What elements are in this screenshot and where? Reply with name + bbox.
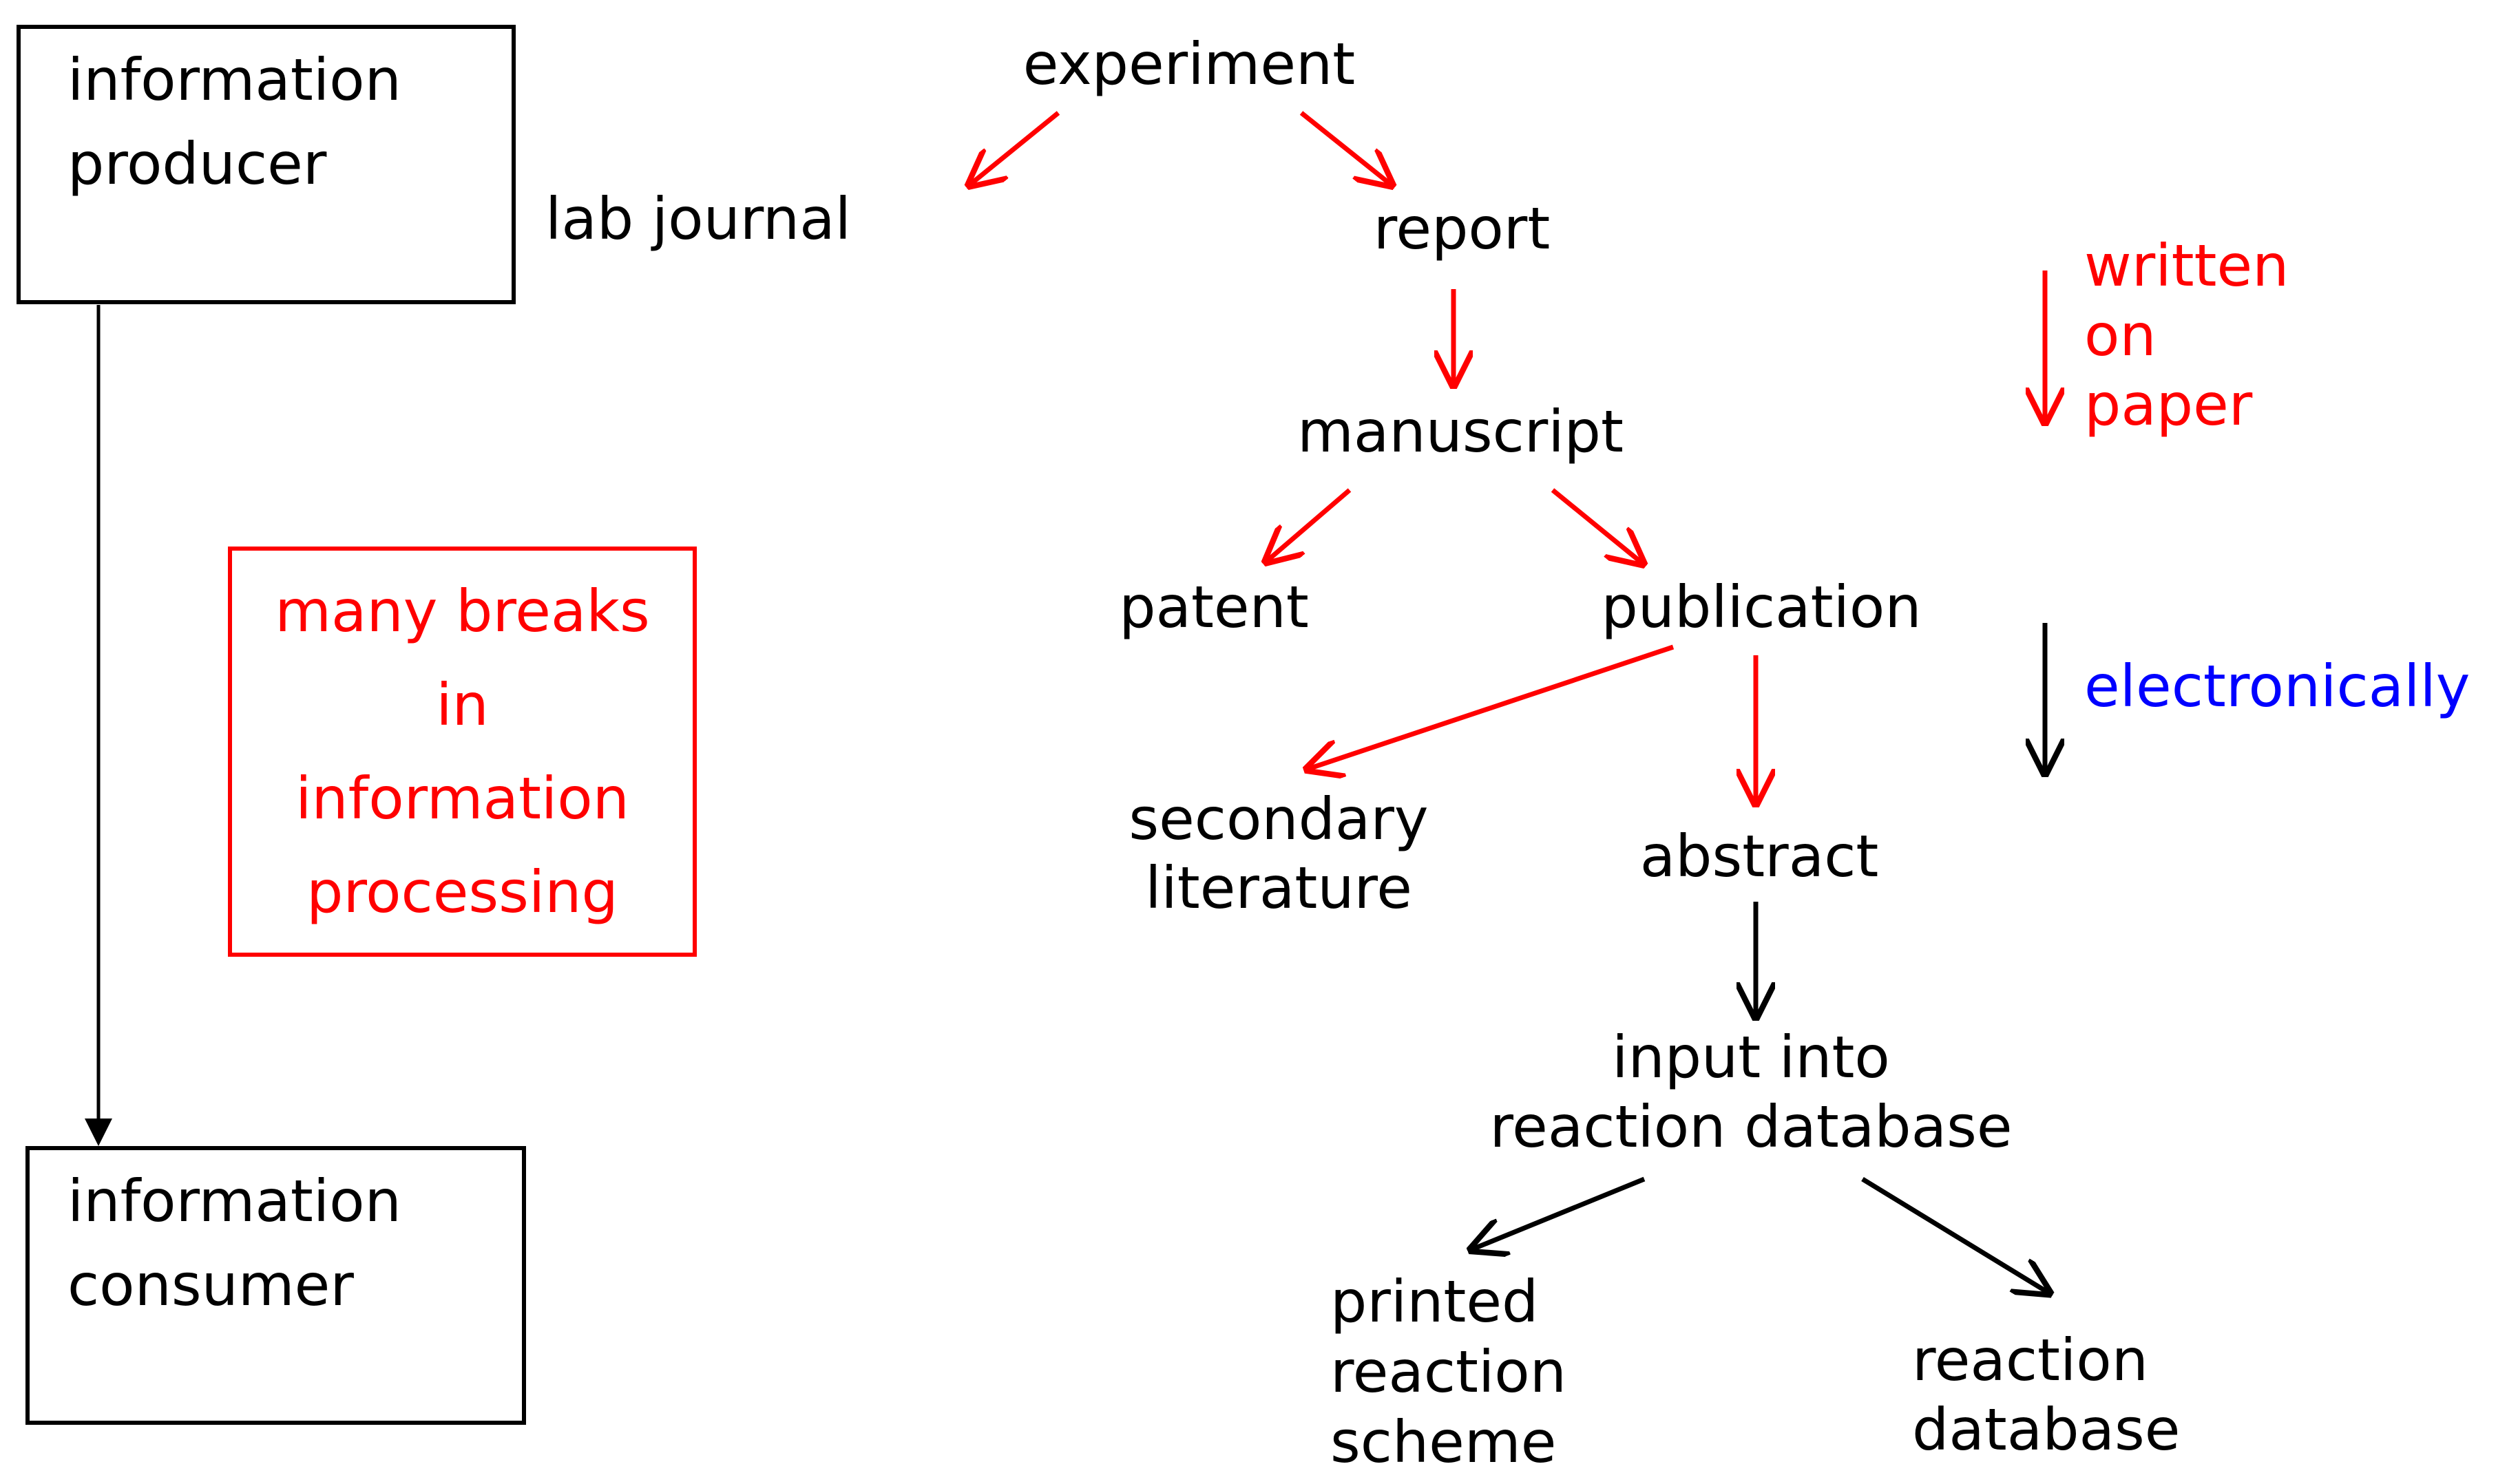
secondary-literature-line-1: secondary: [1129, 785, 1429, 853]
secondary-literature-line-2: literature: [1145, 854, 1412, 922]
printed-scheme-line-1: printed: [1330, 1268, 1539, 1335]
breaks-label: many breaks in information processing: [228, 564, 697, 939]
publication-to-secondary-literature-arrow: [1308, 644, 1675, 769]
node-patent: patent: [1119, 573, 1309, 641]
legend-paper-line-3: paper: [2084, 371, 2253, 438]
legend-electronically: electronically: [2084, 653, 2470, 720]
experiment-to-report-arrow: [1299, 111, 1391, 184]
manuscript-to-patent-arrow: [1267, 488, 1352, 561]
printed-scheme-line-2: reaction: [1330, 1338, 1566, 1406]
legend-paper-line-2: on: [2084, 301, 2157, 369]
node-report: report: [1373, 195, 1551, 262]
breaks-line-3: information: [295, 765, 629, 832]
consumer-line-1: information: [67, 1167, 401, 1235]
information-consumer-box: [25, 1146, 526, 1425]
node-manuscript: manuscript: [1297, 398, 1624, 465]
reaction-database-line-1: reaction: [1912, 1326, 2148, 1394]
input-db-line-1: input into: [1612, 1024, 1890, 1091]
information-producer-box: [17, 25, 516, 304]
node-reaction-database: reaction database: [1912, 1326, 2180, 1465]
producer-line-2: producer: [67, 130, 327, 198]
node-input-reaction-database: input into reaction database: [1489, 1023, 2012, 1162]
node-experiment: experiment: [1022, 30, 1356, 98]
breaks-line-1: many breaks: [275, 577, 650, 645]
legend-paper-line-1: written: [2084, 232, 2289, 299]
printed-scheme-line-3: scheme: [1330, 1408, 1557, 1476]
reaction-database-line-2: database: [1912, 1396, 2181, 1463]
breaks-line-4: processing: [306, 858, 618, 926]
producer-line-1: information: [67, 46, 401, 114]
legend-written-on-paper: written on paper: [2084, 231, 2289, 440]
information-producer-label: information producer: [67, 38, 401, 206]
information-consumer-label: information consumer: [67, 1159, 401, 1327]
breaks-box: [228, 547, 697, 957]
node-secondary-literature: secondary literature: [1129, 785, 1428, 922]
node-printed-reaction-scheme: printed reaction scheme: [1330, 1266, 1566, 1477]
node-abstract: abstract: [1639, 823, 1879, 890]
manuscript-to-publication-arrow: [1551, 488, 1642, 563]
breaks-line-2: in: [436, 671, 489, 739]
input-to-printed-scheme-arrow: [1472, 1176, 1646, 1249]
node-lab-journal: lab journal: [545, 185, 851, 253]
input-db-line-2: reaction database: [1489, 1093, 2013, 1160]
experiment-to-lab-journal-arrow: [970, 111, 1060, 184]
node-publication: publication: [1601, 573, 1922, 641]
input-to-reaction-database-arrow: [1861, 1177, 2048, 1293]
consumer-line-2: consumer: [67, 1251, 354, 1319]
